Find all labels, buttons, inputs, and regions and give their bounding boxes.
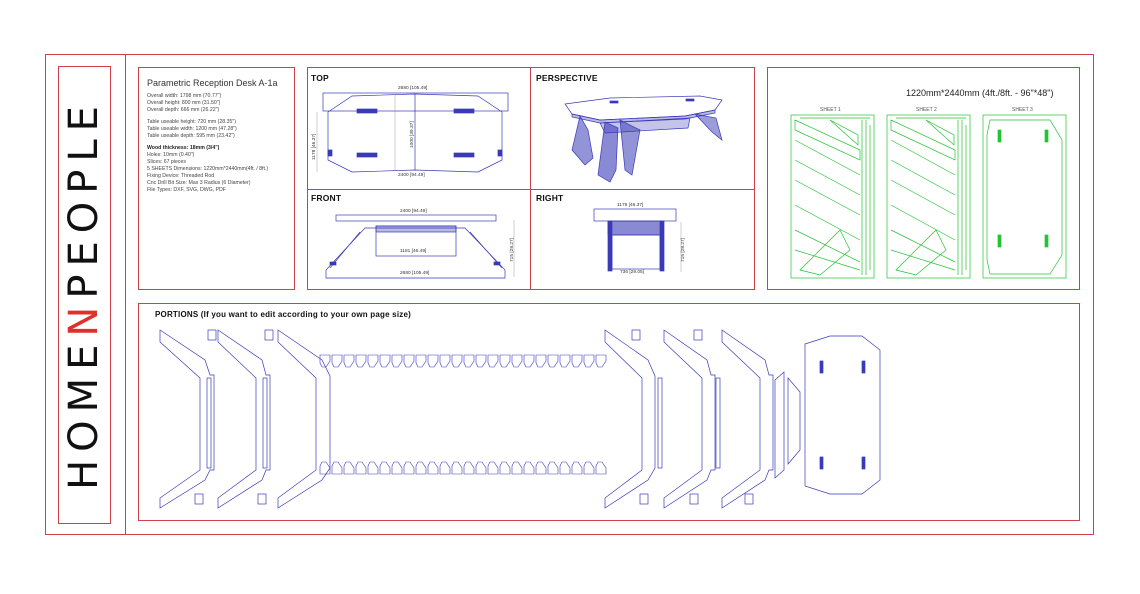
dim-front-height: 715 [28.27] — [509, 238, 515, 262]
dim-right-bottom: 736 [29.05] — [620, 269, 644, 275]
portions-panel — [138, 303, 1080, 521]
views-divider-horizontal — [307, 189, 755, 190]
dim-top-width: 2680 [105.49] — [398, 85, 427, 91]
sheet-label-3: SHEET 3 — [1012, 107, 1033, 113]
dim-right-top: 1178 [46.37] — [617, 202, 643, 208]
front-view-drawing — [325, 214, 515, 279]
front-base-outline — [325, 227, 506, 279]
slot — [356, 152, 378, 158]
spec-line: Slices: 67 pieces — [147, 159, 186, 165]
dim-right-height: 715 [28.27] — [680, 238, 686, 262]
dim-top-depth: 1178 [46.37] — [311, 134, 317, 160]
dim-top-inner-depth: 1000 [39.37] — [409, 121, 415, 148]
right-top-edge — [593, 208, 677, 222]
sheet-3 — [982, 114, 1067, 279]
spec-line: Fixing Device: Threaded Rod — [147, 173, 215, 179]
sheet-label-2: SHEET 2 — [916, 107, 937, 113]
sheet-label-1: SHEET 1 — [820, 107, 841, 113]
sheet-1 — [790, 114, 875, 279]
logo-box — [58, 66, 111, 524]
product-title: Parametric Reception Desk A-1a — [147, 78, 278, 88]
spec-line: Table useable height: 720 mm (28.35") — [147, 119, 236, 125]
outer-frame — [45, 54, 1094, 535]
perspective-drawing — [564, 95, 723, 183]
right-body — [611, 234, 661, 270]
sheets-panel — [767, 67, 1080, 290]
spec-line: Overall width: 1798 mm (70.77") — [147, 93, 222, 99]
spec-line: 5 SHEETS Dimensions: 1220mm*2440mm(4ft. … — [147, 166, 269, 172]
sheet-size-title: 1220mm*2440mm (4ft./8ft. - 96"*48") — [906, 88, 1054, 98]
views-divider-vertical — [530, 67, 531, 290]
dim-top-inner: 2400 [94.49] — [398, 172, 425, 178]
view-label-right: RIGHT — [536, 193, 564, 203]
spec-thickness: Wood thickness: 18mm (3/4") — [147, 145, 220, 151]
spec-list: Parametric Reception Desk A-1a Overall w… — [147, 78, 287, 194]
portions-fins-bottom — [319, 461, 607, 475]
spec-line: Holes: 10mm (0.40") — [147, 152, 195, 158]
portions-fins-top — [319, 354, 607, 368]
dim-front-inner: 1181 [46.49] — [400, 248, 426, 254]
view-label-top: TOP — [311, 73, 329, 83]
slot — [453, 152, 475, 158]
front-top-edge — [335, 214, 497, 222]
sheet-2 — [886, 114, 971, 279]
view-label-front: FRONT — [311, 193, 342, 203]
portions-drawing — [159, 329, 881, 509]
spec-line: Table useable depth: 595 mm (23.42") — [147, 133, 235, 139]
brand-column-divider — [125, 54, 126, 535]
dim-front-top: 2400 [94.49] — [400, 208, 427, 214]
info-panel — [138, 67, 295, 290]
views-panel — [307, 67, 755, 290]
slot — [356, 108, 378, 114]
top-view-outline — [327, 93, 503, 173]
spec-line: Cnc Drill Bit Size: Max 3 Radius (6 Diam… — [147, 180, 251, 186]
top-view-drawing — [316, 92, 509, 173]
spec-line: Overall height: 800 mm (31.50") — [147, 100, 221, 106]
view-label-perspective: PERSPECTIVE — [536, 73, 598, 83]
slot — [453, 108, 475, 114]
top-view-edge — [322, 92, 509, 112]
slot — [497, 149, 503, 157]
spec-line: Overall depth: 666 mm (26.22") — [147, 107, 220, 113]
slot — [327, 149, 333, 157]
spec-line: File Types: DXF, SVG, DWG, PDF — [147, 187, 226, 193]
right-view-drawing — [593, 208, 682, 272]
dim-front-bottom: 2680 [105.49] — [400, 270, 429, 276]
portions-title: PORTIONS (If you want to edit according … — [155, 310, 411, 319]
spec-line: Table useable width: 1200 mm (47.28") — [147, 126, 237, 132]
